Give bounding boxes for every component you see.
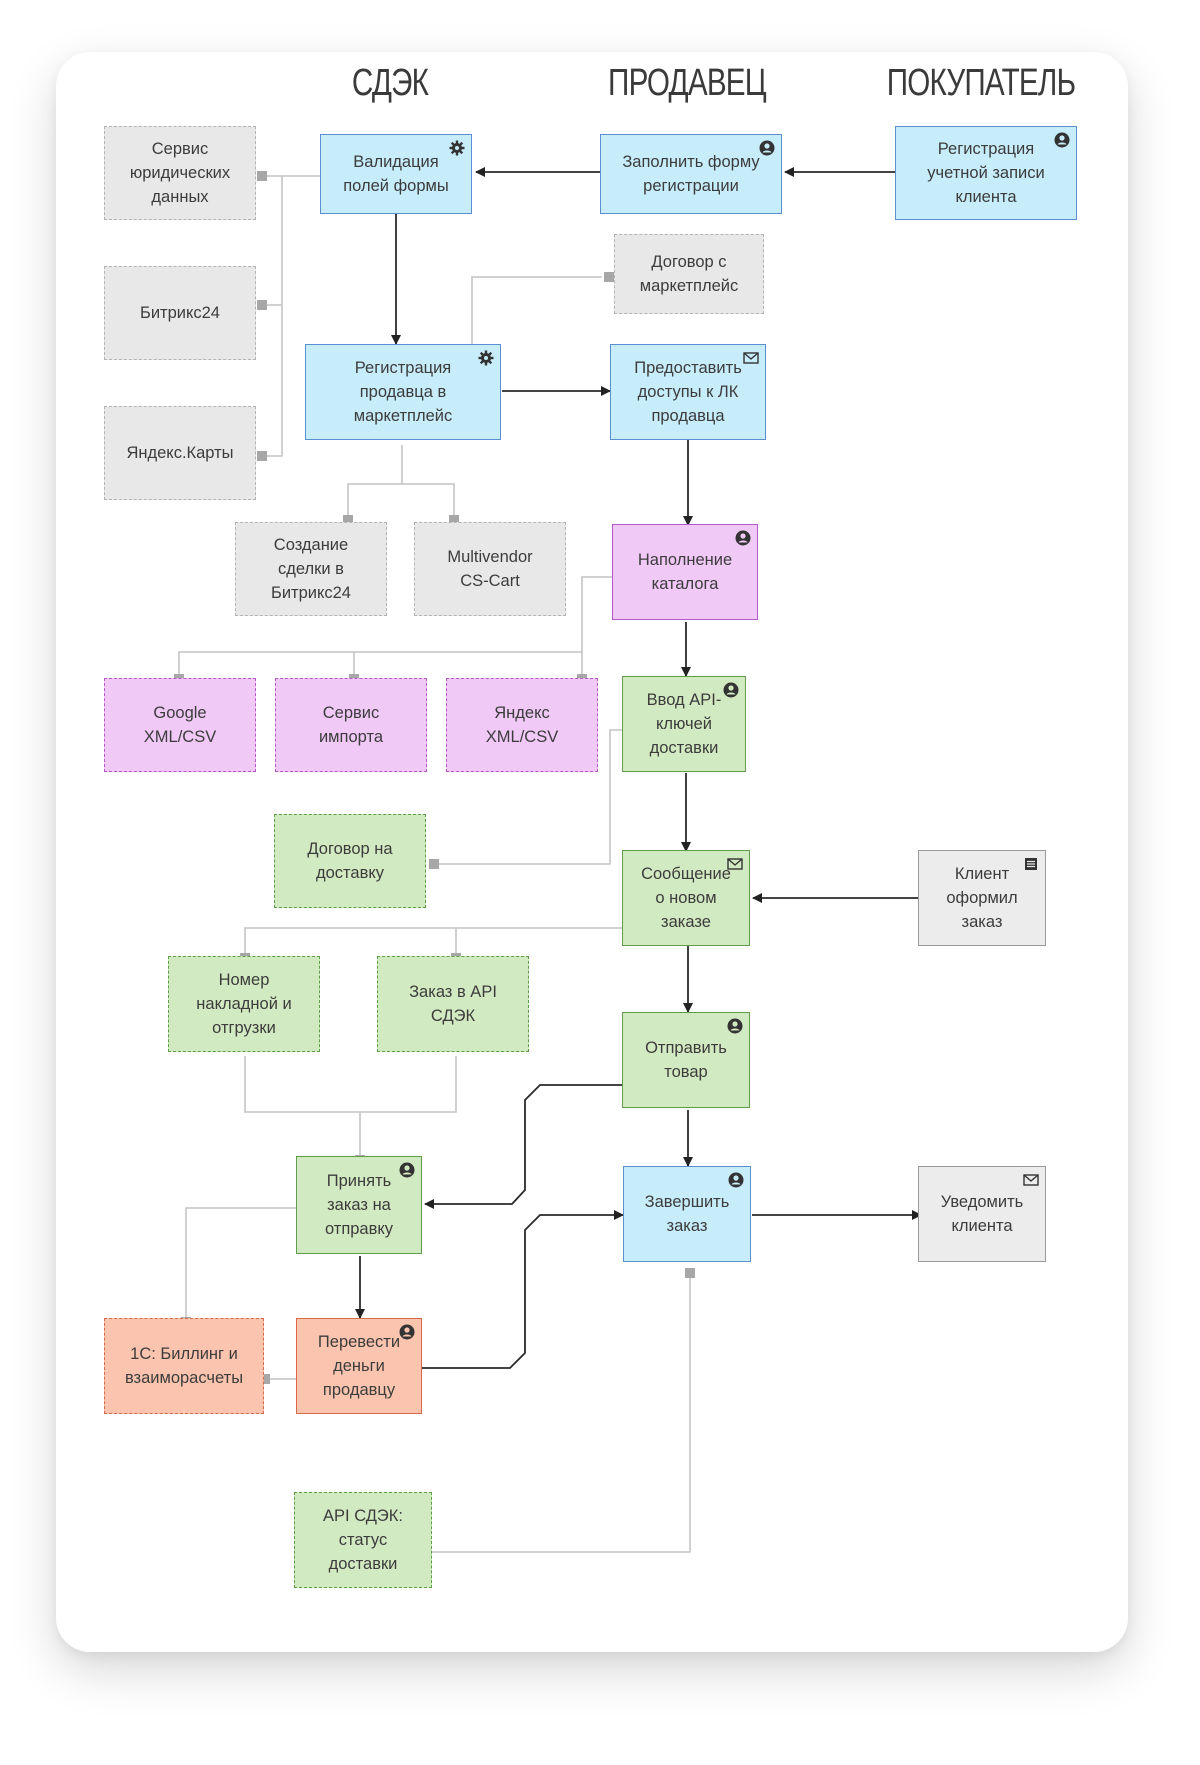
node-fill-form[interactable]: Заполнить форму регистрации <box>600 134 782 214</box>
node-label: Клиент оформил заказ <box>946 865 1018 931</box>
node-label: Договор с маркетплейс <box>639 253 739 295</box>
node-google-xml[interactable]: Google XML/CSV <box>104 678 256 772</box>
node-label: 1С: Биллинг и взаиморасчеты <box>124 1345 244 1387</box>
node-complete-order[interactable]: Завершить заказ <box>623 1166 751 1262</box>
user-icon <box>735 530 751 546</box>
user-icon <box>723 682 739 698</box>
node-seller-register[interactable]: Регистрация продавца в маркетплейс <box>305 344 501 440</box>
node-cdek-api-status[interactable]: API СДЭК: статус доставки <box>294 1492 432 1588</box>
node-waybill[interactable]: Номер накладной и отгрузки <box>168 956 320 1052</box>
user-icon <box>399 1324 415 1340</box>
node-new-order-msg[interactable]: Сообщение о новом заказе <box>622 850 750 946</box>
gear-icon <box>478 350 494 366</box>
mail-icon <box>743 352 759 364</box>
node-bitrix24[interactable]: Битрикс24 <box>104 266 256 360</box>
node-validate-form[interactable]: Валидация полей формы <box>320 134 472 214</box>
node-label: Яндекс XML/CSV <box>485 704 559 746</box>
node-label: Отправить товар <box>645 1039 727 1081</box>
node-api-keys[interactable]: Ввод API- ключей доставки <box>622 676 746 772</box>
lane-buyer: ПОКУПАТЕЛЬ <box>886 62 1076 104</box>
node-label: Битрикс24 <box>139 304 220 322</box>
node-client-register[interactable]: Регистрация учетной записи клиента <box>895 126 1077 220</box>
document-icon <box>1025 858 1037 870</box>
mail-icon <box>1023 1174 1039 1186</box>
node-label: Перевести деньги продавцу <box>317 1333 401 1399</box>
lane-cdek: СДЭК <box>351 62 429 104</box>
flow-arrows <box>355 167 922 1369</box>
node-accept-order[interactable]: Принять заказ на отправку <box>296 1156 422 1254</box>
node-client-ordered[interactable]: Клиент оформил заказ <box>918 850 1046 946</box>
node-notify-client[interactable]: Уведомить клиента <box>918 1166 1046 1262</box>
node-label: Регистрация продавца в маркетплейс <box>353 359 453 425</box>
node-send-goods[interactable]: Отправить товар <box>622 1012 750 1108</box>
node-delivery-contract[interactable]: Договор на доставку <box>274 814 426 908</box>
node-marketplace-contract[interactable]: Договор с маркетплейс <box>614 234 764 314</box>
user-icon <box>1054 132 1070 148</box>
node-legal-service[interactable]: Сервис юридических данных <box>104 126 256 220</box>
node-label: Multivendor CS-Cart <box>447 548 533 590</box>
node-label: Сервис юридических данных <box>129 140 231 206</box>
node-yandex-xml[interactable]: Яндекс XML/CSV <box>446 678 598 772</box>
user-icon <box>399 1162 415 1178</box>
node-catalog-fill[interactable]: Наполнение каталога <box>612 524 758 620</box>
node-grant-access[interactable]: Предоставить доступы к ЛК продавца <box>610 344 766 440</box>
node-label: Договор на доставку <box>307 840 393 882</box>
user-icon <box>728 1172 744 1188</box>
node-transfer-money[interactable]: Перевести деньги продавцу <box>296 1318 422 1414</box>
user-icon <box>727 1018 743 1034</box>
node-label: Регистрация учетной записи клиента <box>927 140 1045 206</box>
mail-icon <box>727 858 743 870</box>
node-label: Сообщение о новом заказе <box>641 865 731 931</box>
node-label: Номер накладной и отгрузки <box>196 971 292 1037</box>
node-yandex-maps[interactable]: Яндекс.Карты <box>104 406 256 500</box>
node-multivendor[interactable]: Multivendor CS-Cart <box>414 522 566 616</box>
node-label: Сервис импорта <box>318 704 384 746</box>
node-label: Заказ в API СДЭК <box>409 983 497 1025</box>
node-label: API СДЭК: статус доставки <box>323 1507 403 1573</box>
node-label: Создание сделки в Битрикс24 <box>270 536 351 602</box>
node-billing-1c[interactable]: 1С: Биллинг и взаиморасчеты <box>104 1318 264 1414</box>
node-label: Предоставить доступы к ЛК продавца <box>634 359 742 425</box>
node-label: Ввод API- ключей доставки <box>646 691 722 757</box>
node-cdek-api-order[interactable]: Заказ в API СДЭК <box>377 956 529 1052</box>
node-label: Яндекс.Карты <box>126 444 234 462</box>
gear-icon <box>449 140 465 156</box>
node-create-deal[interactable]: Создание сделки в Битрикс24 <box>235 522 387 616</box>
node-label: Валидация полей формы <box>343 153 449 195</box>
association-lines <box>178 175 691 1553</box>
node-label: Уведомить клиента <box>940 1193 1024 1235</box>
node-label: Завершить заказ <box>644 1193 730 1235</box>
lane-seller: ПРОДАВЕЦ <box>608 62 767 104</box>
node-label: Наполнение каталога <box>637 551 733 593</box>
node-label: Заполнить форму регистрации <box>622 153 760 195</box>
node-import-service[interactable]: Сервис импорта <box>275 678 427 772</box>
user-icon <box>759 140 775 156</box>
node-label: Google XML/CSV <box>143 704 217 746</box>
node-label: Принять заказ на отправку <box>324 1172 394 1238</box>
